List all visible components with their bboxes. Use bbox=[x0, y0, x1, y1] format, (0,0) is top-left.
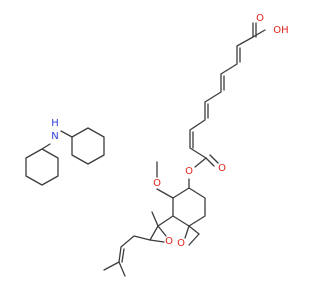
spiro-epoxide-bond-c bbox=[188, 233, 200, 246]
prenyl-chain bbox=[118, 235, 151, 263]
acid-to-hydroxyl-bond bbox=[252, 29, 266, 38]
side-epoxide-oxygen-label: O bbox=[165, 236, 173, 247]
prenyl-methyl-b bbox=[118, 261, 126, 277]
acid-oxygen-label: O bbox=[256, 13, 264, 24]
carbonyl-double-bond-a bbox=[205, 157, 215, 167]
structure-drawing: N H O O O OH O O bbox=[25, 13, 289, 277]
ester-oxygen-to-carbonyl-bond bbox=[194, 157, 207, 168]
spiro-epoxide-bond-b bbox=[184, 225, 190, 239]
ester-oxygen-label: O bbox=[185, 166, 193, 177]
dicyclohexylamine: N H bbox=[25, 118, 105, 186]
cyclohexane-ring bbox=[172, 187, 206, 227]
methoxy-oxygen-label: O bbox=[153, 178, 161, 189]
side-epoxide-bond-b bbox=[157, 225, 167, 237]
acid-hydroxyl-label: OH bbox=[273, 25, 288, 36]
polyene-chain bbox=[189, 36, 254, 159]
carbonyl-oxygen-label: O bbox=[218, 163, 226, 174]
n-bond-upper bbox=[60, 130, 73, 138]
side-epoxide-bond-c bbox=[149, 239, 165, 243]
spiro-epoxide-bond-a bbox=[188, 225, 200, 235]
prenyl-methyl-a bbox=[103, 261, 120, 271]
ring-to-quaternary-bond bbox=[157, 215, 174, 227]
cyclohexyl-ring-upper bbox=[71, 127, 105, 165]
ring-to-methoxy-bond bbox=[156, 188, 174, 199]
quaternary-methyl-bond bbox=[151, 211, 159, 227]
amine-nitrogen-label: N bbox=[51, 131, 58, 142]
molecule-canvas: N H O O O OH O O bbox=[25, 13, 289, 277]
cyclohexyl-ring-lower bbox=[25, 148, 59, 186]
fumagillin: O O O OH O O O bbox=[103, 13, 289, 277]
carbonyl-double-bond-b bbox=[209, 154, 219, 164]
n-bond-lower bbox=[41, 143, 51, 150]
side-epoxide-bond-a bbox=[149, 225, 159, 241]
amine-hydrogen-label: H bbox=[51, 118, 59, 129]
spiro-epoxide-oxygen-label: O bbox=[177, 238, 185, 249]
prenyl-double-bond-inner bbox=[121, 248, 125, 263]
